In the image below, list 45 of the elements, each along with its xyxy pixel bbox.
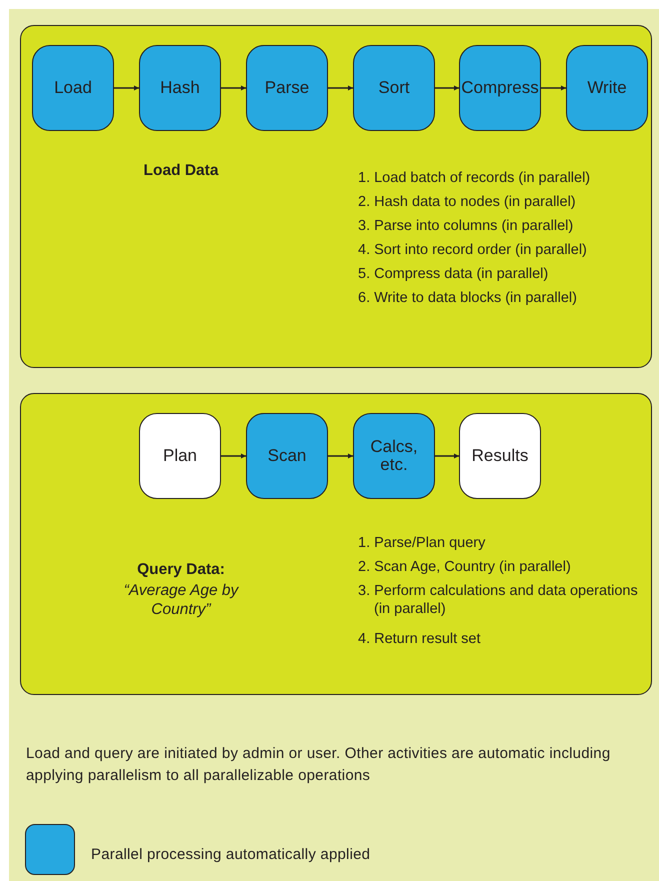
arrow [221,86,246,90]
box-label: Load [53,79,93,97]
box-label: Results [470,447,530,465]
box-label: Compress [460,79,540,97]
arrow [114,86,139,90]
arrow [328,454,353,458]
process-box [246,45,328,131]
list-item: 6. Write to data blocks (in parallel) [358,289,578,307]
process-box [139,45,221,131]
arrow [221,454,246,458]
list-item: 4. Return result set [358,630,482,648]
panel-subtitle: “Average Age by Country” [122,581,240,619]
list-item: 3. Parse into columns (in parallel) [358,217,574,235]
box-label: Sort [377,79,411,97]
process-box [246,413,328,499]
box-label: Scan [266,447,308,465]
arrow [435,86,459,90]
box-label: Calcs, etc. [369,438,419,474]
process-box [566,45,648,131]
list-item: 2. Scan Age, Country (in parallel) [358,558,572,576]
process-panel [20,393,652,695]
list-item: 3. Perform calculations and data operations (in parallel) [358,582,639,618]
box-label: Parse [264,79,310,97]
process-box [139,413,221,499]
box-label: Write [586,79,628,97]
process-box [353,45,435,131]
arrow [541,86,566,90]
list-item: 5. Compress data (in parallel) [358,265,550,283]
list-item: 2. Hash data to nodes (in parallel) [358,193,577,211]
process-box [459,413,541,499]
list-item: 1. Parse/Plan query [358,534,486,552]
process-box [32,45,114,131]
list-item: 1. Load batch of records (in parallel) [358,169,592,187]
box-label: Hash [159,79,201,97]
box-label: Plan [162,447,198,465]
legend-label: Parallel processing automatically applied [91,846,370,863]
note-text: Load and query are initiated by admin or user. Other activities are automatic including applying parallelism to all parallelizable operations [26,744,612,786]
panel-title: Load Data [142,162,220,180]
process-box [459,45,541,131]
arrow [328,86,353,90]
arrow [435,454,459,458]
process-box [353,413,435,499]
panel-title: Query Data: [136,561,226,579]
process-panel [20,25,652,368]
list-item: 4. Sort into record order (in parallel) [358,241,588,259]
